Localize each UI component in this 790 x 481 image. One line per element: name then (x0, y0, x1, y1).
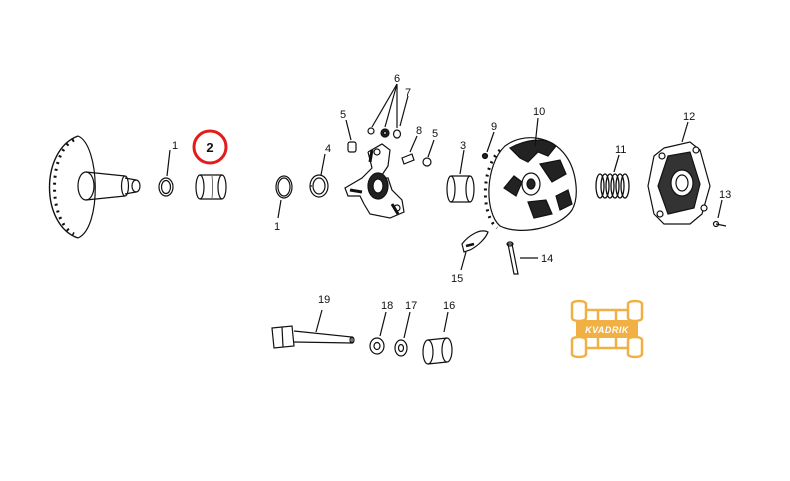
label-part-5b: 5 (432, 128, 438, 140)
spider-assembly (344, 143, 405, 219)
label-part-7: 7 (405, 87, 411, 99)
label-part-17: 17 (405, 300, 417, 312)
label-part-16: 16 (443, 300, 455, 312)
label-part-1b: 1 (274, 221, 280, 233)
snap-ring-1b (275, 175, 293, 219)
label-part-4: 4 (325, 143, 331, 155)
spring-11 (595, 154, 630, 199)
moveable-sheave-10 (483, 117, 577, 231)
label-part-12: 12 (683, 111, 695, 123)
weight-15 (460, 230, 489, 271)
bushing-2 (195, 174, 227, 200)
label-part-1a: 1 (172, 140, 178, 152)
label-part-10: 10 (533, 106, 545, 118)
label-part-5a: 5 (340, 109, 346, 121)
label-part-19: 19 (318, 294, 330, 306)
cover-12 (647, 121, 711, 225)
snap-ring-1 (158, 149, 174, 197)
pin-8 (401, 135, 418, 165)
bolt-19 (271, 309, 355, 349)
watermark-text: KVADRIK (585, 325, 630, 335)
label-part-2: 2 (206, 140, 213, 155)
label-part-15: 15 (451, 273, 463, 285)
label-part-3: 3 (460, 140, 466, 152)
screw-13 (712, 199, 727, 228)
label-part-9: 9 (491, 121, 497, 133)
label-part-11: 11 (615, 144, 626, 156)
bearing-4 (309, 153, 329, 198)
pin-5b (422, 139, 435, 167)
label-part-18: 18 (381, 300, 393, 312)
bushing-3 (446, 149, 475, 203)
label-part-6: 6 (394, 73, 400, 85)
label-part-14: 14 (541, 253, 553, 265)
label-part-13: 13 (719, 189, 731, 201)
bushing-16 (422, 311, 453, 365)
fixed-sheave (48, 135, 141, 239)
watermark-logo: KVADRIK (520, 280, 690, 390)
highlight-circle (192, 129, 228, 165)
screw-9 (481, 131, 495, 160)
label-part-8: 8 (416, 125, 422, 137)
pin-5a (345, 119, 357, 153)
washer-18 (369, 311, 387, 355)
pin-14 (506, 241, 538, 275)
roller-6-7 (367, 83, 409, 139)
washer-17 (394, 311, 411, 357)
